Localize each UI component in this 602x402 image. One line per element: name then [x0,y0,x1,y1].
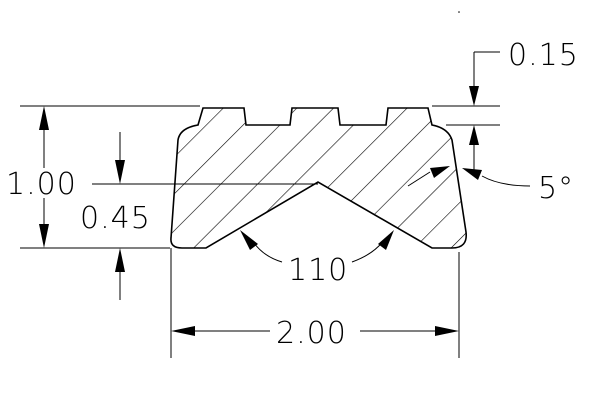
arrow-right [430,166,450,178]
speck [458,11,460,13]
arrow-up [39,106,49,130]
dimension-total-width: 2.00 [170,248,460,358]
dimension-v-depth: 0.45 [80,132,318,300]
arrow-right [435,326,459,336]
v-depth-label: 0.45 [80,201,151,236]
dimension-total-height: 1.00 [6,105,200,249]
v-angle-label: 110 [288,253,348,288]
total-height-label: 1.00 [6,167,77,202]
profile-outline [170,107,468,249]
arrow-left [462,168,482,180]
groove-depth-label: 0.15 [508,38,579,73]
total-width-label: 2.00 [276,316,347,351]
arrow-upleft [240,230,258,250]
arrow-down [115,160,125,184]
dimension-groove-depth: 0.15 [432,38,579,170]
arrow-upright [378,230,394,250]
arrow-down [39,224,49,248]
dimension-draft-angle: 5° [407,166,574,206]
dimension-v-angle: 110 [240,230,394,288]
draft-angle-label: 5° [538,171,574,206]
arrow-down [469,86,479,106]
arrow-up [469,125,479,145]
profile-section [170,107,468,249]
arrow-up [115,248,125,272]
arrow-left [171,326,195,336]
